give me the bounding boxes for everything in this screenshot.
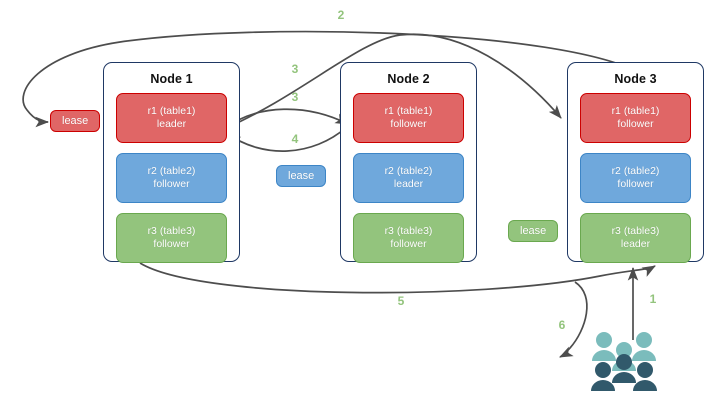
node-2-replica-r2[interactable]: r2 (table2) leader (353, 153, 464, 203)
node-3-replica-r3-name: r3 (table3) (611, 225, 660, 237)
node-3-title: Node 3 (614, 72, 657, 86)
node-1-replica-r2-name: r2 (table2) (147, 165, 196, 177)
node-1-replica-r3-name: r3 (table3) (147, 225, 196, 237)
node-3-replica-r3[interactable]: r3 (table3) leader (580, 213, 691, 263)
node-1-replicas: r1 (table1) leader r2 (table2) follower … (104, 93, 239, 274)
lease-chip-red[interactable]: lease (50, 110, 101, 132)
step-label-6: 6 (558, 318, 566, 332)
node-2-replica-r2-name: r2 (table2) (384, 165, 433, 177)
node-1-replica-r1-name: r1 (table1) (147, 105, 196, 117)
node-3[interactable]: Node 3 r1 (table1) follower r2 (table2) … (567, 62, 704, 263)
node-1-replica-r2[interactable]: r2 (table2) follower (116, 153, 227, 203)
node-3-replica-r2-name: r2 (table2) (611, 165, 660, 177)
node-2-replicas: r1 (table1) follower r2 (table2) leader … (341, 93, 476, 274)
node-2-replica-r3-role: follower (390, 238, 427, 250)
lease-chip-green[interactable]: lease (508, 220, 559, 242)
node-1-replica-r1-role: leader (156, 118, 187, 130)
node-3-replica-r2[interactable]: r2 (table2) follower (580, 153, 691, 203)
step-label-3-lower: 3 (291, 90, 299, 104)
users-icon (591, 332, 657, 391)
node-1[interactable]: Node 1 r1 (table1) leader r2 (table2) fo… (103, 62, 240, 263)
node-2[interactable]: Node 2 r1 (table1) follower r2 (table2) … (340, 62, 477, 263)
node-2-replica-r2-role: leader (393, 178, 424, 190)
node-2-replica-r3-name: r3 (table3) (384, 225, 433, 237)
node-1-title: Node 1 (150, 72, 193, 86)
node-3-replica-r1-role: follower (617, 118, 654, 130)
node-3-replica-r2-role: follower (617, 178, 654, 190)
node-3-replica-r1-name: r1 (table1) (611, 105, 660, 117)
node-2-replica-r1-role: follower (390, 118, 427, 130)
node-3-replica-r1[interactable]: r1 (table1) follower (580, 93, 691, 143)
lease-chip-blue[interactable]: lease (276, 165, 327, 187)
step-label-2: 2 (337, 8, 345, 22)
node-3-replicas: r1 (table1) follower r2 (table2) followe… (568, 93, 703, 274)
step-label-1: 1 (649, 292, 657, 306)
node-2-title: Node 2 (387, 72, 430, 86)
node-3-replica-r3-role: leader (620, 238, 651, 250)
node-1-replica-r1[interactable]: r1 (table1) leader (116, 93, 227, 143)
step-label-5: 5 (397, 294, 405, 308)
step-label-3-upper: 3 (291, 62, 299, 76)
node-2-replica-r3[interactable]: r3 (table3) follower (353, 213, 464, 263)
edge-3-to-node2 (223, 108, 349, 130)
node-2-replica-r1[interactable]: r1 (table1) follower (353, 93, 464, 143)
step-label-4: 4 (291, 132, 299, 146)
node-1-replica-r3-role: follower (153, 238, 190, 250)
node-1-replica-r2-role: follower (153, 178, 190, 190)
node-2-replica-r1-name: r1 (table1) (384, 105, 433, 117)
node-1-replica-r3[interactable]: r3 (table3) follower (116, 213, 227, 263)
